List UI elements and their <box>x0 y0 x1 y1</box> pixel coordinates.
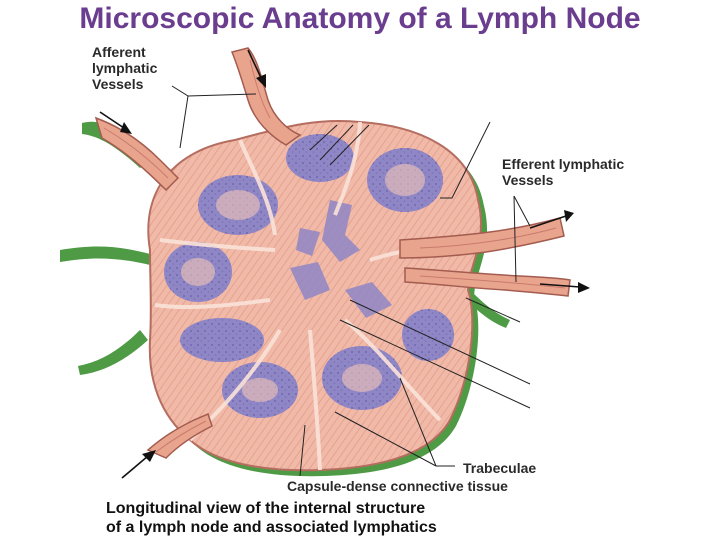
efferent-leader <box>514 196 530 226</box>
flow-arrowhead <box>578 282 590 293</box>
trabeculae-label: Trabeculae <box>463 460 536 476</box>
caption-line: of a lymph node and associated lymphatic… <box>106 518 437 537</box>
follicle <box>222 362 298 418</box>
label-line: Vessels <box>92 76 157 92</box>
flow-arrowhead <box>564 210 574 222</box>
label-line: Vessels <box>502 172 624 188</box>
follicle <box>322 346 402 410</box>
afferent-leader <box>172 86 188 148</box>
afferent-vessel-top <box>232 48 300 145</box>
label-line: lymphatic <box>92 60 157 76</box>
flow-arrowhead <box>120 122 132 134</box>
flow-arrow <box>122 456 148 478</box>
label-line: Efferent lymphatic <box>502 156 624 172</box>
label-line: Afferent <box>92 44 157 60</box>
follicle <box>164 242 232 302</box>
caption-line: Longitudinal view of the internal struct… <box>106 499 437 518</box>
afferent-vessels-label: Afferent lymphatic Vessels <box>92 44 157 92</box>
follicle <box>180 318 264 362</box>
slide-title: Microscopic Anatomy of a Lymph Node <box>0 2 720 36</box>
efferent-vessels-label: Efferent lymphatic Vessels <box>502 156 624 188</box>
afferent-vessel-left <box>96 118 178 190</box>
capsule-label: Capsule-dense connective tissue <box>287 478 508 494</box>
follicle <box>367 148 443 212</box>
follicle <box>402 309 454 361</box>
figure-caption: Longitudinal view of the internal struct… <box>106 499 437 537</box>
